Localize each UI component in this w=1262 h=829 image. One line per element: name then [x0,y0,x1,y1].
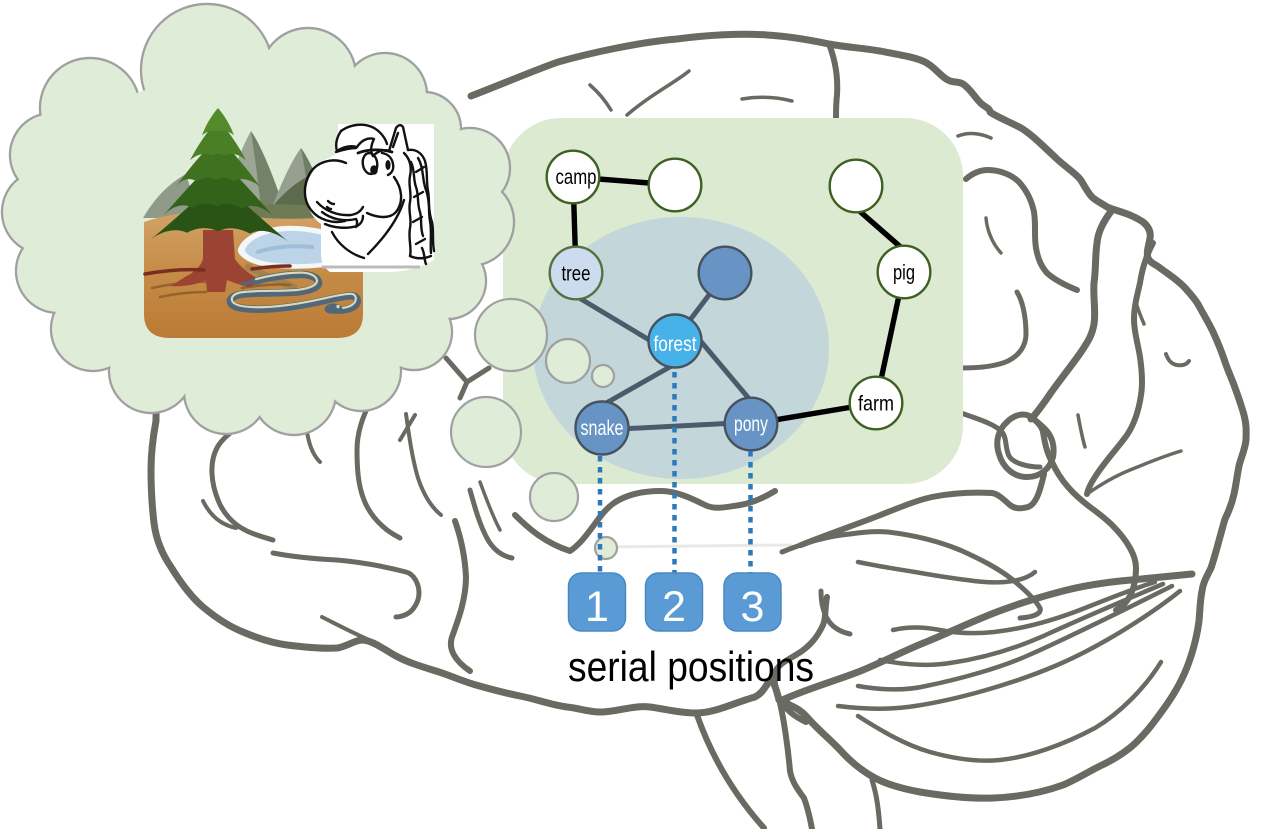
svg-text:3: 3 [741,583,765,631]
svg-text:farm: farm [858,393,894,416]
svg-text:snake: snake [581,417,624,440]
svg-text:forest: forest [654,333,697,356]
svg-text:pony: pony [734,413,768,436]
svg-text:tree: tree [562,263,591,286]
svg-text:camp: camp [556,166,597,189]
svg-text:2: 2 [662,583,686,631]
svg-text:serial positions: serial positions [568,643,814,690]
svg-text:1: 1 [585,583,609,631]
svg-text:pig: pig [893,262,915,285]
